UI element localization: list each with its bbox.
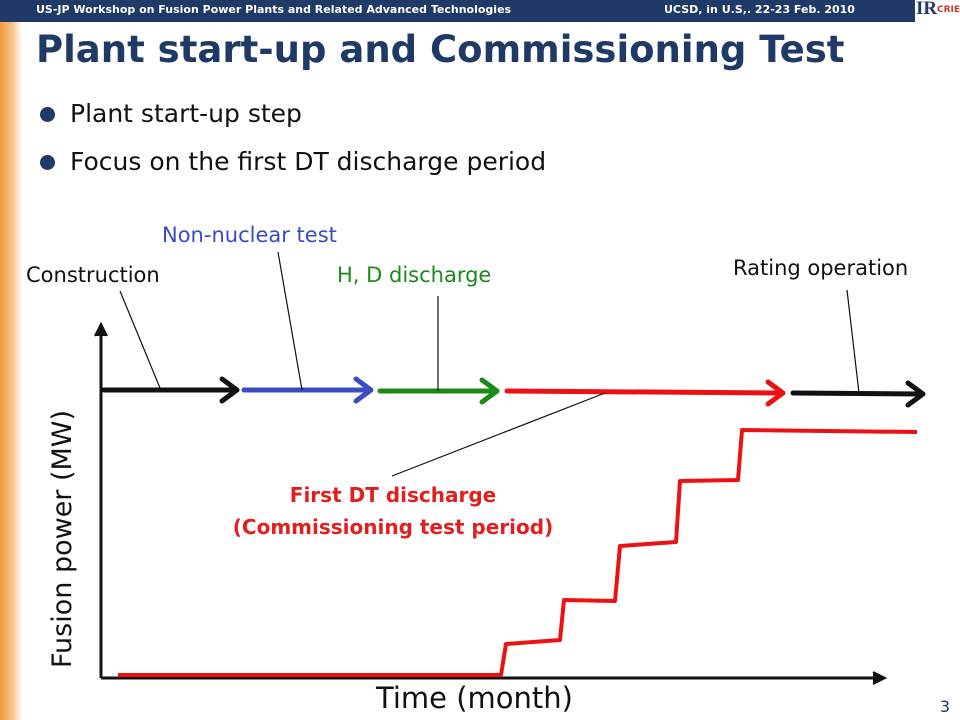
bullet-list: Plant start-up step Focus on the first D… [36, 92, 546, 188]
leader-lines [119, 251, 860, 477]
y-axis-label: Fusion power (MW) [47, 410, 78, 668]
left-accent-bar [0, 0, 22, 720]
workshop-venue-date: UCSD, in U.S,. 22-23 Feb. 2010 [664, 3, 855, 16]
logo-text: CRIEPI [937, 5, 960, 15]
first-dt-phase-arrow [504, 379, 786, 407]
bullet-text: Plant start-up step [70, 99, 302, 128]
rating-leader-line [846, 289, 860, 394]
rating-operation-label: Rating operation [733, 256, 908, 280]
non-nuclear-leader-line [277, 251, 303, 391]
hd-discharge-label: H, D discharge [337, 263, 491, 287]
header-bar [0, 0, 960, 22]
x-axis-label: Time (month) [375, 681, 573, 715]
diagram-labels: Non-nuclear test Construction H, D disch… [26, 223, 908, 715]
bullet-dot-icon [40, 155, 55, 170]
slide-title: Plant start-up and Commissioning Test [36, 28, 845, 71]
axes [94, 321, 888, 685]
first-dt-discharge-label: First DT discharge [290, 483, 496, 507]
y-axis-arrowhead-icon [94, 321, 108, 337]
commissioning-period-label: (Commissioning test period) [233, 515, 553, 539]
first-dt-leader-line [391, 392, 606, 477]
bullet-dot-icon [40, 107, 55, 122]
non-nuclear-phase-arrow [241, 376, 374, 404]
phase-arrows [101, 376, 926, 408]
criepi-logo: IR CRIEPI [915, 0, 960, 22]
fusion-power-step-curve [118, 428, 918, 677]
bullet-text: Focus on the first DT discharge period [70, 147, 547, 176]
logo-mark: IR [916, 0, 938, 19]
construction-leader-line [119, 290, 161, 389]
rating-phase-arrow [790, 380, 926, 408]
construction-label: Construction [26, 263, 160, 287]
construction-phase-arrow [101, 376, 240, 404]
x-axis-arrowhead-icon [872, 671, 888, 685]
bullet-item: Plant start-up step [36, 92, 546, 140]
non-nuclear-test-label: Non-nuclear test [162, 223, 337, 247]
workshop-name: US-JP Workshop on Fusion Power Plants an… [36, 3, 512, 16]
page-number: 3 [939, 697, 950, 716]
bullet-item: Focus on the first DT discharge period [36, 140, 546, 188]
